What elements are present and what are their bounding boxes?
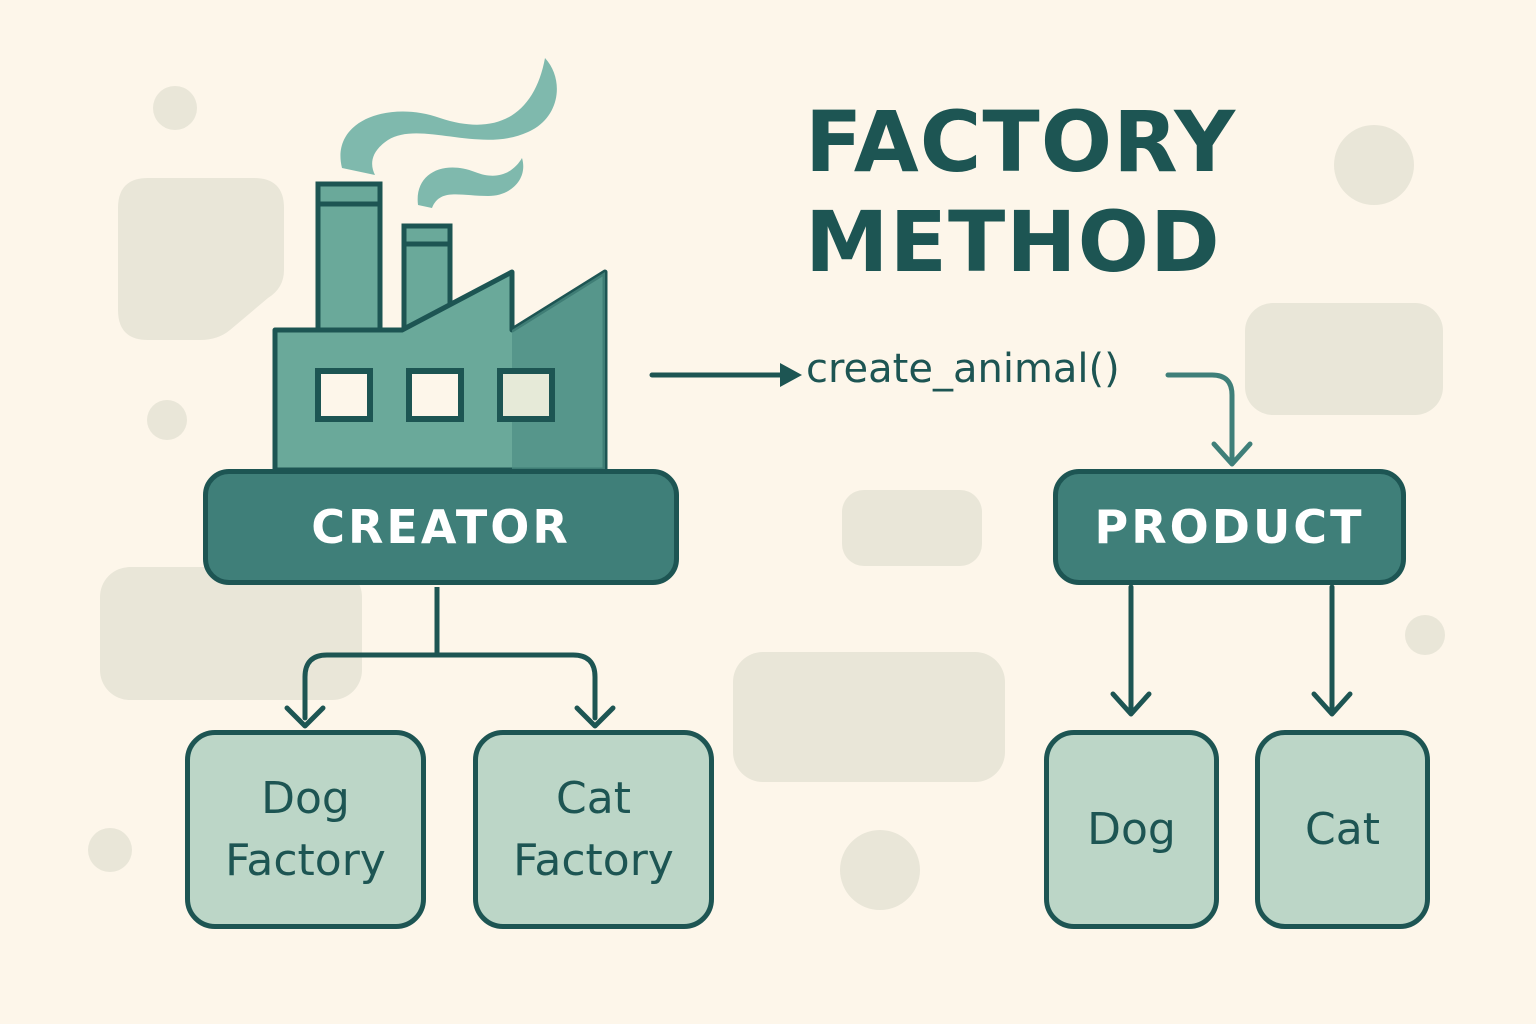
cat-product-node: Cat <box>1255 730 1430 929</box>
factory-method-label: create_animal() <box>806 346 1120 392</box>
creator-tree-connector <box>284 587 616 729</box>
factory-window <box>406 368 464 422</box>
node-label-line-2: Factory <box>225 834 386 886</box>
node-label: Cat <box>1305 803 1380 855</box>
node-label-line-1: Cat <box>556 772 631 824</box>
decor-circle <box>1334 125 1414 205</box>
dog-product-node: Dog <box>1044 730 1219 929</box>
node-label-line-1: Dog <box>261 772 350 824</box>
product-arrows <box>1110 584 1353 717</box>
creator-node: CREATOR <box>203 469 679 585</box>
factory-window <box>315 368 373 422</box>
decor-rect <box>1245 303 1443 415</box>
creator-to-method-arrow <box>649 363 802 387</box>
title-line-1: FACTORY <box>805 93 1237 191</box>
diagram-title: FACTORY METHOD <box>805 92 1236 292</box>
cat-factory-node: Cat Factory <box>473 730 714 929</box>
product-node: PRODUCT <box>1053 469 1406 585</box>
decor-rect <box>842 490 982 566</box>
node-label: Dog <box>1087 803 1176 855</box>
decor-circle <box>840 830 920 910</box>
decor-rect <box>100 567 362 700</box>
factory-window <box>497 368 555 422</box>
decor-circle <box>1405 615 1445 655</box>
node-label-line-2: Factory <box>513 834 674 886</box>
title-line-2: METHOD <box>805 193 1221 291</box>
smoke-icon <box>340 58 557 208</box>
decor-circle <box>153 86 197 130</box>
decor-rect <box>733 652 1005 782</box>
dog-factory-node: Dog Factory <box>185 730 426 929</box>
decor-circle <box>88 828 132 872</box>
method-to-product-arrow <box>1165 372 1253 467</box>
product-label: PRODUCT <box>1094 500 1365 554</box>
creator-label: CREATOR <box>311 500 571 554</box>
decor-circle <box>147 400 187 440</box>
decor-speech-shape <box>118 178 284 340</box>
